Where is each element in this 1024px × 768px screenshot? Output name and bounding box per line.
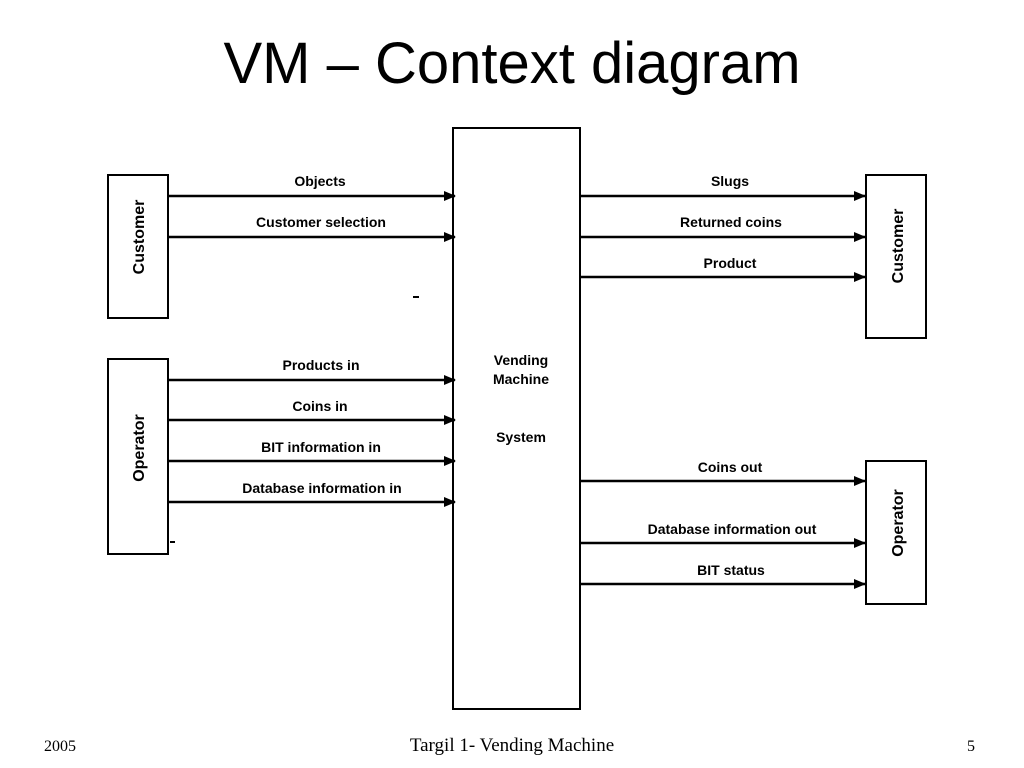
- operator-left-box: [107, 358, 169, 555]
- flow-label-bit-information-in: BIT information in: [261, 439, 381, 455]
- system-label-line1: Vending: [494, 352, 548, 368]
- flow-label-customer-selection: Customer selection: [256, 214, 386, 230]
- flow-label-bit-status: BIT status: [697, 562, 765, 578]
- flow-label-returned-coins: Returned coins: [680, 214, 782, 230]
- system-box: [452, 127, 581, 710]
- flow-label-products-in: Products in: [282, 357, 359, 373]
- customer-left-label: Customer: [131, 200, 148, 275]
- flow-label-database-information-out: Database information out: [648, 521, 817, 537]
- flow-label-database-information-in: Database information in: [242, 480, 401, 496]
- flow-label-coins-out: Coins out: [698, 459, 763, 475]
- flow-label-product: Product: [704, 255, 757, 271]
- system-label-line2: Machine: [493, 371, 549, 387]
- operator-right-box: [865, 460, 927, 605]
- system-label-line3: System: [496, 429, 546, 445]
- footer-year: 2005: [44, 738, 76, 755]
- flow-label-objects: Objects: [294, 173, 346, 189]
- operator-left-label: Operator: [131, 414, 148, 482]
- flow-label-coins-in: Coins in: [292, 398, 347, 414]
- footer-page-number: 5: [967, 738, 975, 755]
- customer-left-box: [107, 174, 169, 319]
- operator-right-label: Operator: [890, 489, 907, 557]
- customer-right-box: [865, 174, 927, 339]
- customer-right-label: Customer: [890, 209, 907, 284]
- page-title: VM – Context diagram: [223, 31, 801, 96]
- footer-title: Targil 1- Vending Machine: [409, 735, 615, 756]
- flow-label-slugs: Slugs: [711, 173, 749, 189]
